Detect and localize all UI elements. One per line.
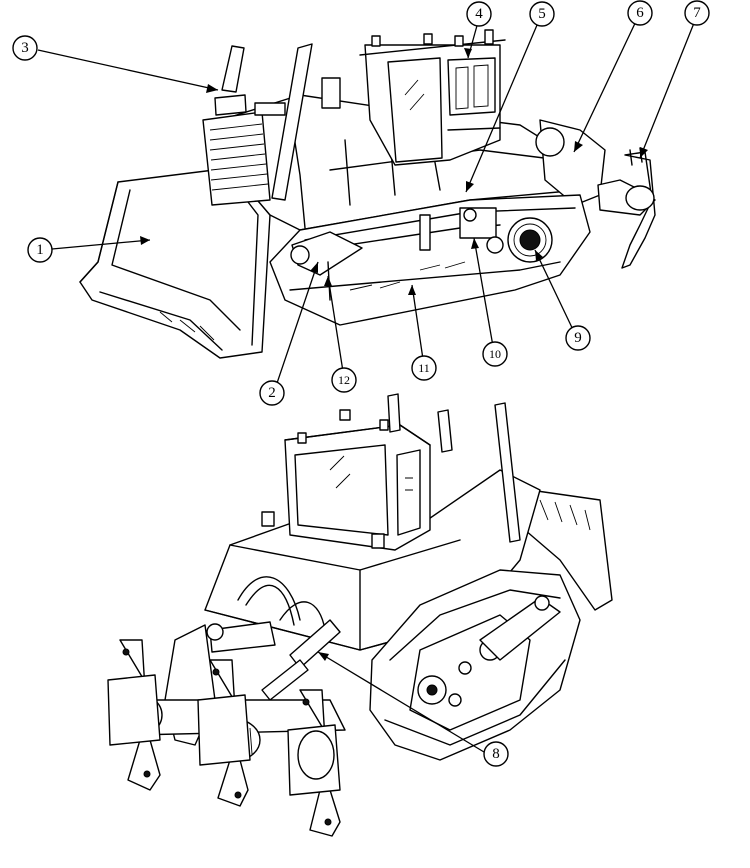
callout-10-label: 10: [489, 347, 501, 361]
callout-6: 6: [627, 0, 653, 26]
rear-track-drawing: [369, 569, 581, 761]
callout-12: 12: [331, 367, 357, 393]
callout-11-label: 11: [418, 361, 430, 375]
leader-5: [465, 17, 541, 193]
callout-8-label: 8: [492, 746, 500, 762]
leader-1: [51, 239, 151, 250]
callout-3-label: 3: [21, 40, 29, 56]
callout-6-label: 6: [636, 5, 644, 21]
leader-7: [639, 17, 697, 159]
callout-2: 2: [259, 380, 285, 406]
callout-9-label: 9: [574, 330, 582, 346]
blade-drawing: [79, 167, 271, 359]
callout-1: 1: [27, 237, 53, 263]
leader-8: [317, 651, 485, 753]
leader-6: [573, 16, 639, 153]
callout-1-label: 1: [36, 242, 44, 258]
callout-9: 9: [565, 325, 591, 351]
rear-ripper-assembly-drawing: [107, 576, 346, 837]
engine-body-drawing: [202, 43, 581, 231]
leader-11: [411, 284, 425, 367]
callout-12-label: 12: [338, 373, 350, 387]
callout-7-label: 7: [693, 5, 701, 21]
leader-3: [37, 49, 219, 91]
bulldozer-front-view: [37, 16, 697, 393]
track-drawing: [269, 194, 591, 326]
leader-2: [273, 261, 319, 393]
leader-10: [473, 237, 495, 353]
callout-10: 10: [482, 341, 508, 367]
leader-9: [534, 249, 577, 337]
callout-5-label: 5: [538, 6, 546, 22]
callout-7: 7: [684, 0, 710, 26]
callout-3: 3: [12, 35, 38, 61]
callout-4-label: 4: [475, 6, 483, 22]
leader-12: [327, 275, 345, 379]
callout-4: 4: [466, 1, 492, 27]
callout-11: 11: [411, 355, 437, 381]
bulldozer-rear-view: [107, 393, 613, 837]
callout-5: 5: [529, 1, 555, 27]
callout-8: 8: [483, 741, 509, 767]
cab-drawing: [359, 29, 506, 166]
rear-ripper-drawing: [535, 119, 656, 269]
callout-2-label: 2: [268, 385, 276, 401]
